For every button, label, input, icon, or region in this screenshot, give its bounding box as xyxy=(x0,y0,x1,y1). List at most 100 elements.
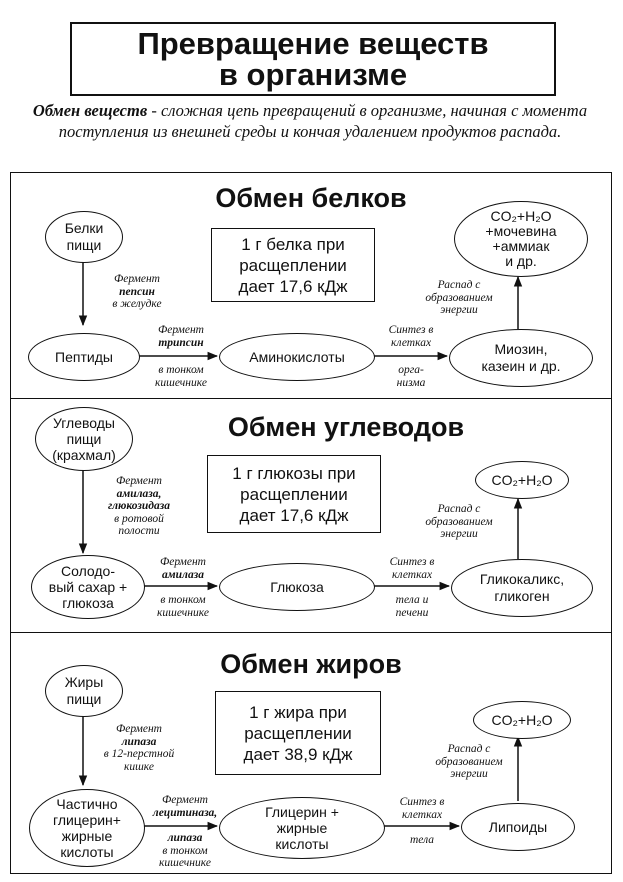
proteins-synthesis-line-1: Миозин, xyxy=(494,341,548,357)
carbs-step3-note-bottom: тела и печени xyxy=(375,594,449,619)
carbs-synthesis-line-2: гликоген xyxy=(494,588,550,604)
fats-intermediate-line-2: глицерин+ xyxy=(53,812,121,828)
proteins-end-products-line-4: и др. xyxy=(505,253,537,269)
proteins-step3-note-line-3: орга- xyxy=(398,364,424,376)
carbs-step3-note-line-4: печени xyxy=(395,606,429,619)
fats-decay-note-line-2: образованием xyxy=(435,755,503,768)
page-title: Превращение веществ в организме xyxy=(70,22,556,96)
proteins-food-line-1: Белки xyxy=(64,220,104,236)
carbs-synthesis-line-1: Гликокаликс, xyxy=(479,571,565,587)
carbs-end-products-node: CO₂+H₂O xyxy=(475,461,569,499)
proteins-step2-note-top: Фермент трипсин xyxy=(131,324,231,349)
proteins-title: Обмен белков xyxy=(215,183,407,213)
fats-lipoids-node: Липоиды xyxy=(461,803,575,851)
fats-glycerol-line-3: кислоты xyxy=(275,836,329,852)
proteins-peptides-label: Пептиды xyxy=(55,348,113,365)
carbs-step2-enzyme: амилаза xyxy=(162,568,204,581)
proteins-food-line-2: пищи xyxy=(66,237,102,253)
fats-arrows xyxy=(78,715,523,831)
fats-step1-note-line-3: в 12-перстной xyxy=(103,748,175,760)
carbs-step1-enzyme-1: амилаза, xyxy=(116,487,162,500)
carbs-step3-note-line-2: клетках xyxy=(391,568,433,581)
fats-step3-note-bottom: тела xyxy=(385,834,459,847)
carbs-energy-fact-line-2: расщеплении xyxy=(240,484,348,504)
fats-step3-note-line-2: клетках xyxy=(401,808,443,821)
proteins-energy-fact-line-2: расщеплении xyxy=(239,255,347,275)
proteins-step1-note-line-3: в желудке xyxy=(112,298,162,310)
proteins-step2-note-bottom: в тонком кишечнике xyxy=(131,364,231,389)
proteins-step2-note-line-4: кишечнике xyxy=(155,376,207,389)
carbs-food-line-2: пищи xyxy=(66,431,102,447)
fats-energy-fact: 1 г жира при расщеплении дает 38,9 кДж xyxy=(215,691,381,775)
fats-step1-enzyme: липаза xyxy=(121,735,157,748)
fats-lipoids-label: Липоиды xyxy=(488,818,548,835)
proteins-decay-note-line-2: образованием xyxy=(425,291,493,304)
fats-intermediate-line-4: кислоты xyxy=(60,844,114,860)
carbs-title: Обмен углеводов xyxy=(227,412,465,442)
carbs-step2-note-line-3: в тонком xyxy=(160,594,206,606)
carbs-step2-note-line-4: кишечнике xyxy=(157,606,209,619)
fats-glycerol-line-1: Глицерин + xyxy=(265,804,339,820)
fats-energy-fact-line-2: расщеплении xyxy=(244,723,352,743)
fats-step1-note-line-1: Фермент xyxy=(116,723,162,735)
proteins-step3-note-line-1: Синтез в xyxy=(388,324,434,336)
proteins-step2-note-line-3: в тонком xyxy=(158,364,204,376)
proteins-energy-fact-line-1: 1 г белка при xyxy=(241,234,345,254)
fats-intermediate-line-3: жирные xyxy=(61,828,113,844)
fats-food-line-1: Жиры xyxy=(64,674,104,690)
fats-food-line-2: пищи xyxy=(66,691,102,707)
carbs-maltose-line-3: глюкоза xyxy=(62,595,114,611)
fats-step2-note-top: Фермент лецитиназа, xyxy=(141,794,229,819)
page-title-line-2: в организме xyxy=(218,57,408,92)
carbs-step3-note-line-1: Синтез в xyxy=(389,556,435,568)
proteins-step1-note: Фермент пепсин в желудке xyxy=(91,273,183,311)
page-title-line-1: Превращение веществ xyxy=(137,26,489,61)
carbs-step3-note-line-3: тела и xyxy=(395,594,429,606)
intro-definition: Обмен веществ - сложная цепь превращений… xyxy=(12,100,608,142)
proteins-end-products-line-1: CO₂+H₂O xyxy=(490,208,552,224)
fats-glycerol-line-2: жирные xyxy=(276,820,328,836)
fats-step3-note-top: Синтез в клетках xyxy=(385,796,459,821)
fats-intermediate-node: Частично глицерин+ жирные кислоты xyxy=(29,789,145,867)
proteins-energy-fact-line-3: дает 17,6 кДж xyxy=(238,276,348,296)
proteins-arrows xyxy=(78,261,523,361)
proteins-peptides-node: Пептиды xyxy=(28,333,140,381)
proteins-step3-note-line-4: низма xyxy=(396,376,426,389)
proteins-decay-note: Распад с образованием энергии xyxy=(409,279,509,317)
carbs-glucose-label: Глюкоза xyxy=(270,578,324,595)
proteins-step1-note-line-1: Фермент xyxy=(114,273,160,285)
carbs-food-line-1: Углеводы xyxy=(52,415,115,431)
proteins-step2-note-line-1: Фермент xyxy=(158,324,204,336)
proteins-synthesis-line-2: казеин и др. xyxy=(481,358,561,374)
fats-step2-note-line-5: кишечнике xyxy=(159,857,211,869)
carbs-decay-note-line-2: образованием xyxy=(425,515,493,528)
proteins-step1-enzyme: пепсин xyxy=(119,285,155,298)
carbs-food-node: Углеводы пищи (крахмал) xyxy=(35,407,133,471)
proteins-step2-enzyme: трипсин xyxy=(158,336,204,349)
carbs-energy-fact-line-1: 1 г глюкозы при xyxy=(232,463,356,483)
carbs-end-products-label: CO₂+H₂O xyxy=(491,471,553,488)
section-carbohydrates: Обмен углеводов Углеводы пищи (крахмал) … xyxy=(10,398,612,634)
fats-decay-note-line-3: энергии xyxy=(450,768,488,780)
proteins-amino-acids-label: Аминокислоты xyxy=(249,348,345,365)
proteins-energy-fact: 1 г белка при расщеплении дает 17,6 кДж xyxy=(211,228,375,302)
fats-energy-fact-line-3: дает 38,9 кДж xyxy=(243,744,353,764)
proteins-step3-note-bottom: орга- низма xyxy=(375,364,447,389)
fats-step2-note-line-4: в тонком xyxy=(162,844,208,857)
proteins-end-products-line-2: +мочевина xyxy=(485,223,557,239)
carbs-maltose-line-2: вый сахар + xyxy=(48,579,128,595)
fats-glycerol-node: Глицерин + жирные кислоты xyxy=(219,797,385,859)
proteins-decay-note-line-1: Распад с xyxy=(437,279,481,291)
fats-step3-note-line-1: Синтез в xyxy=(399,796,445,808)
carbs-decay-note-line-1: Распад с xyxy=(437,503,481,515)
carbs-step1-note-line-5: полости xyxy=(118,525,160,537)
carbs-synthesis-node: Гликокаликс,гликоген xyxy=(451,559,593,617)
carbs-decay-note-line-3: энергии xyxy=(440,528,478,540)
fats-end-products-label: CO₂+H₂O xyxy=(491,711,553,728)
carbs-step3-note-top: Синтез в клетках xyxy=(375,556,449,581)
carbs-step1-note: Фермент амилаза, глюкозидаза в ротовой п… xyxy=(89,475,189,538)
